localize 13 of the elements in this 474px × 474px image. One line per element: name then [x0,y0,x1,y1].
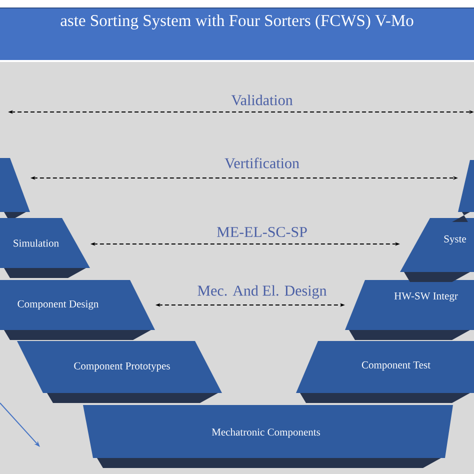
process-block [452,160,474,222]
arrow-label: Validation [230,94,294,106]
edge-label: ME-EL-SC-SP [216,226,308,238]
process-block: Syste [400,218,474,282]
process-block: Mechatronic Components [83,405,453,468]
process-block: Simulation [0,218,90,278]
title-bar: aste Sorting System with Four Sorters (FCWS) V-Mo [0,8,474,60]
process-block: Component Test [296,341,474,403]
edge-label: Mec. And El. Design [196,284,328,300]
process-block: Component Prototypes [17,341,222,403]
process-block: Component Design [0,280,155,340]
process-block: HW-SW Integr [345,280,474,340]
edge-label: Vertification [224,156,300,170]
